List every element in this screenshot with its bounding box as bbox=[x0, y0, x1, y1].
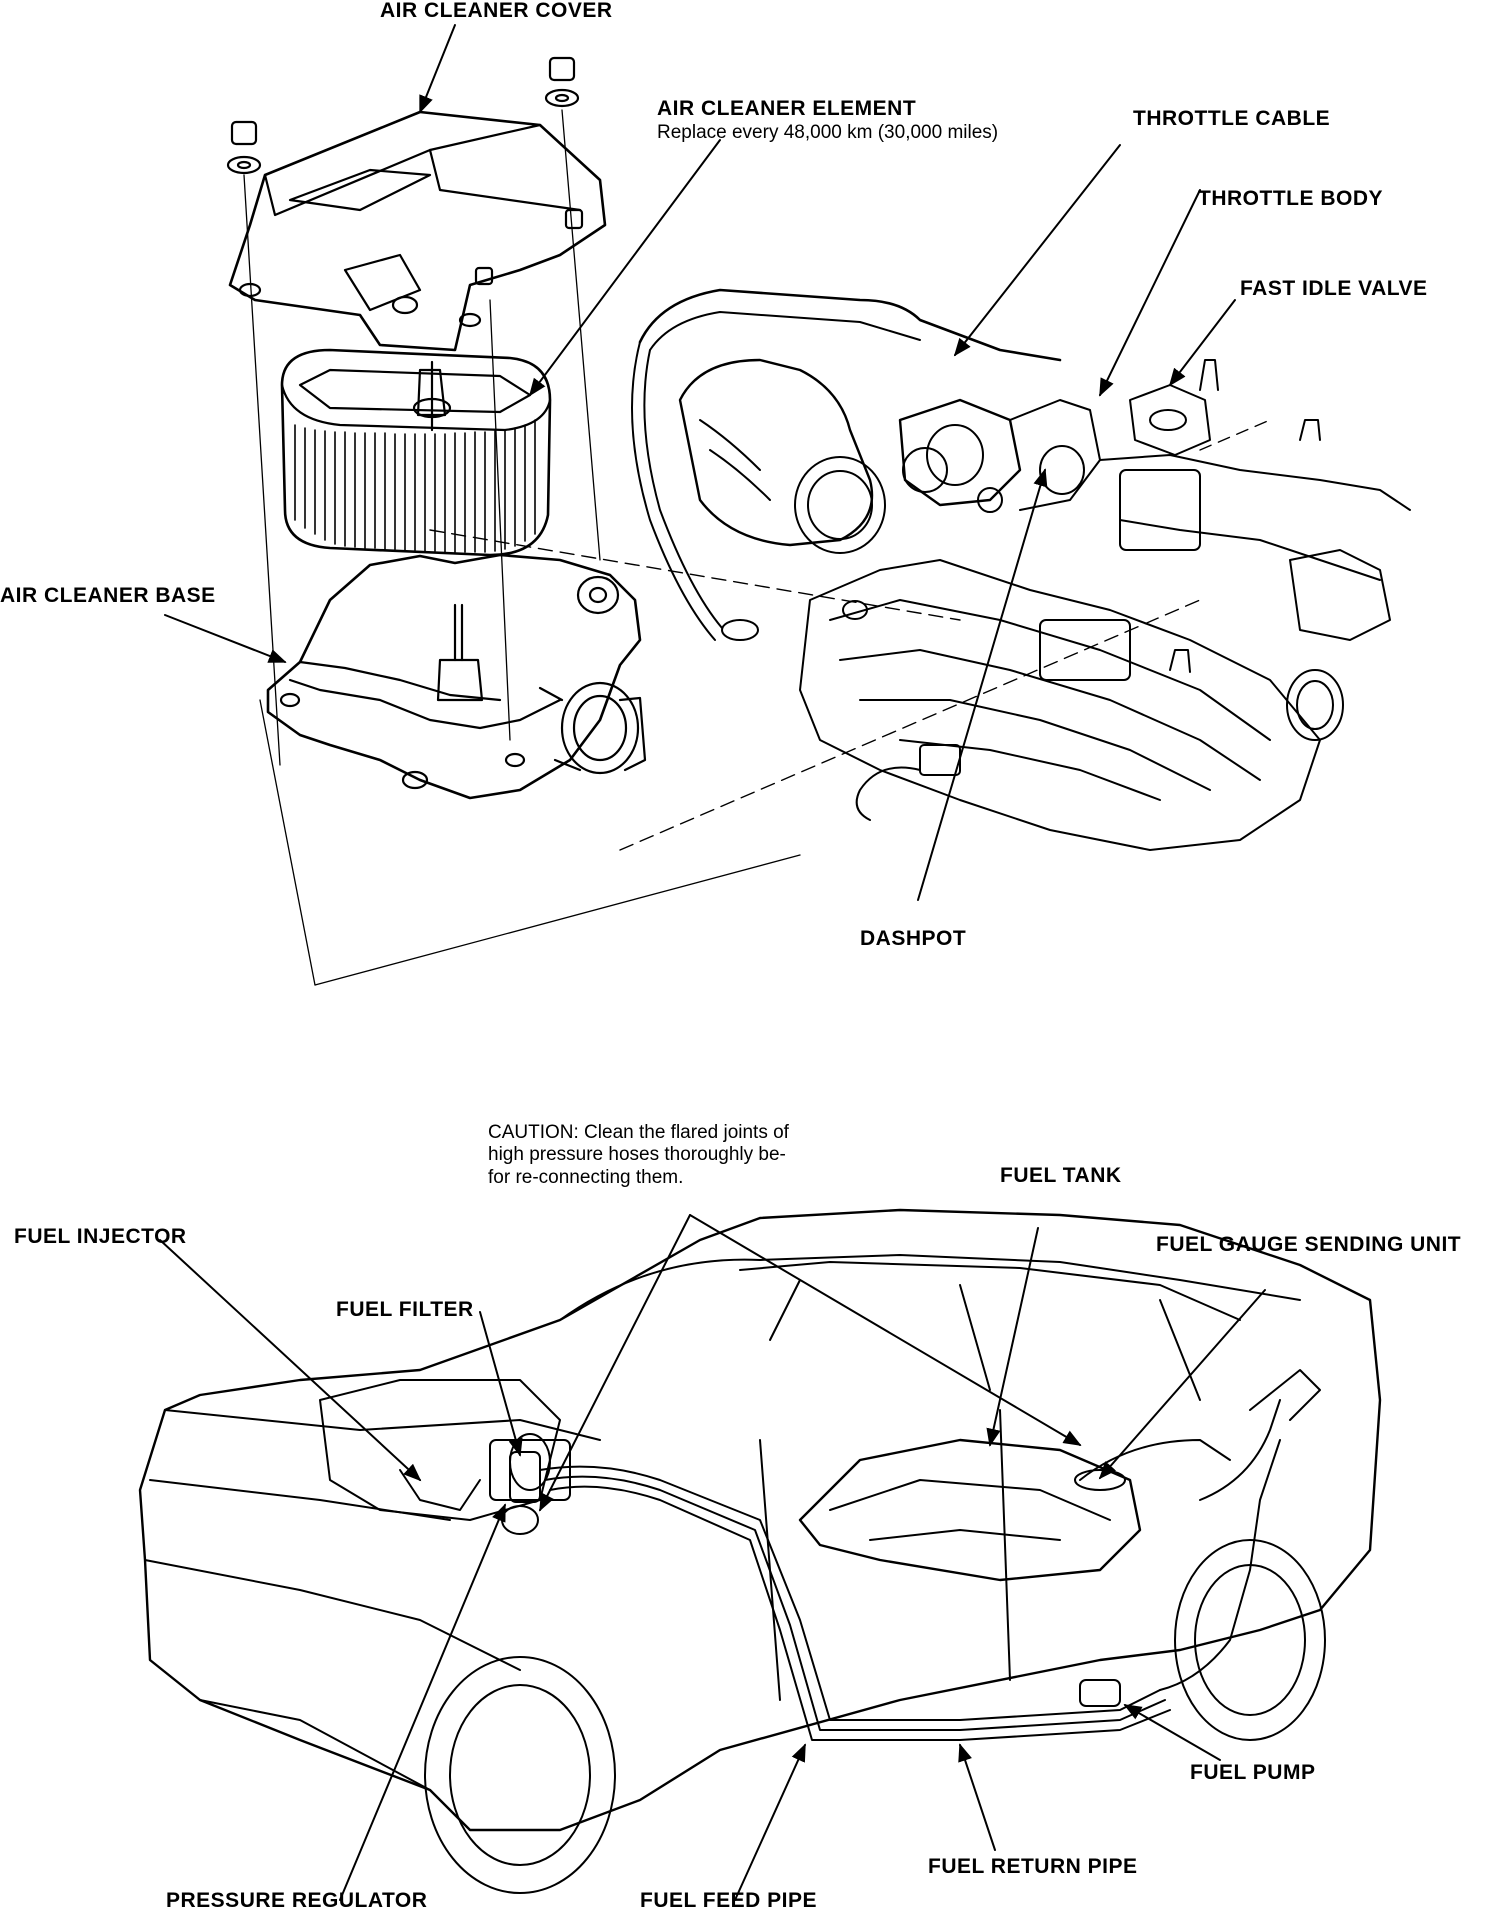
label-fuel-pump: FUEL PUMP bbox=[1190, 1761, 1316, 1784]
label-pressure-regulator: PRESSURE REGULATOR bbox=[166, 1889, 428, 1912]
car-fuel-system-illustration bbox=[140, 1210, 1380, 1893]
engine-throttle-illustration bbox=[430, 290, 1410, 850]
caution-line-1: CAUTION: Clean the flared joints of bbox=[488, 1122, 789, 1143]
label-throttle-body: THROTTLE BODY bbox=[1198, 187, 1383, 210]
label-air-cleaner-element: AIR CLEANER ELEMENT bbox=[657, 97, 917, 120]
air-cleaner-cover-drawing bbox=[228, 58, 605, 350]
bottom-leader-lines bbox=[160, 1215, 1265, 1900]
label-fuel-return-pipe: FUEL RETURN PIPE bbox=[928, 1855, 1138, 1878]
label-fuel-gauge-sending-unit: FUEL GAUGE SENDING UNIT bbox=[1156, 1233, 1462, 1256]
cover-bolt-right bbox=[546, 58, 578, 106]
caution-note: CAUTION: Clean the flared joints of high… bbox=[488, 1122, 789, 1189]
label-air-cleaner-element-group: AIR CLEANER ELEMENT Replace every 48,000… bbox=[657, 97, 998, 144]
caution-line-2: high pressure hoses thoroughly be- bbox=[488, 1144, 786, 1166]
label-air-cleaner-cover: AIR CLEANER COVER bbox=[380, 0, 613, 22]
label-air-cleaner-base: AIR CLEANER BASE bbox=[0, 584, 216, 607]
element-pleats bbox=[295, 420, 535, 552]
label-fuel-filter: FUEL FILTER bbox=[336, 1298, 474, 1321]
top-leader-lines bbox=[165, 25, 1235, 900]
label-fuel-tank: FUEL TANK bbox=[1000, 1164, 1122, 1187]
air-cleaner-base-drawing bbox=[268, 555, 645, 798]
air-cleaner-element-drawing bbox=[282, 350, 550, 555]
label-air-cleaner-element-note: Replace every 48,000 km (30,000 miles) bbox=[657, 121, 999, 143]
caution-line-3: for re-connecting them. bbox=[488, 1166, 684, 1188]
cover-bolt-left bbox=[228, 122, 260, 173]
label-fast-idle-valve: FAST IDLE VALVE bbox=[1240, 277, 1428, 300]
air-cleaner-assembly-illustration bbox=[228, 58, 800, 985]
stud-alignment-lines bbox=[244, 110, 800, 985]
label-throttle-cable: THROTTLE CABLE bbox=[1133, 107, 1331, 130]
label-fuel-injector: FUEL INJECTOR bbox=[14, 1225, 187, 1248]
label-dashpot: DASHPOT bbox=[860, 927, 967, 950]
label-fuel-feed-pipe: FUEL FEED PIPE bbox=[640, 1889, 817, 1912]
